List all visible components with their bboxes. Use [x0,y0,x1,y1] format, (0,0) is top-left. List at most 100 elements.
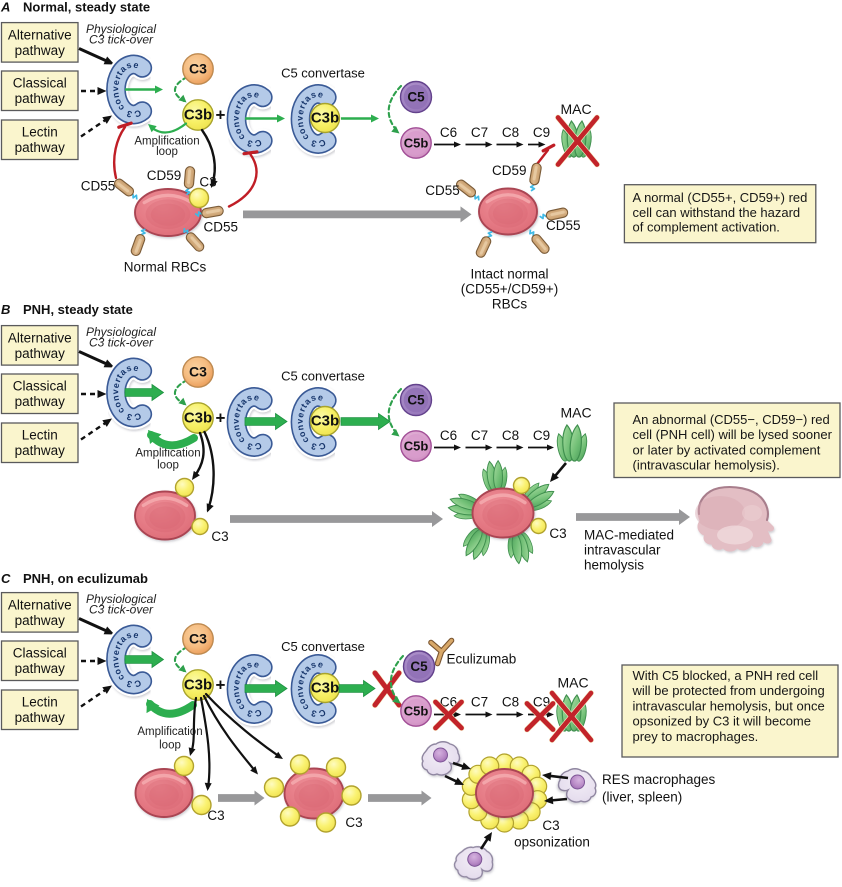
svg-text:Lectin: Lectin [22,695,58,710]
svg-text:PNH, steady state: PNH, steady state [23,302,133,317]
svg-text:CD55: CD55 [546,218,581,233]
svg-text:MAC-mediated: MAC-mediated [584,528,674,543]
svg-text:Alternative: Alternative [8,597,72,612]
svg-text:Amplification: Amplification [135,448,200,460]
svg-text:C5b: C5b [404,136,429,151]
svg-text:C5: C5 [410,659,428,674]
svg-text:C3 tick-over: C3 tick-over [89,33,154,47]
svg-text:Intact normal: Intact normal [470,267,548,282]
svg-text:C3: C3 [542,818,559,833]
svg-text:+: + [216,676,226,695]
svg-text:C7: C7 [471,695,488,710]
svg-text:C3: C3 [549,526,566,541]
svg-text:intravascular: intravascular [584,543,661,558]
svg-text:C3 tick-over: C3 tick-over [89,603,154,617]
svg-text:CD55: CD55 [81,179,116,194]
svg-text:Lectin: Lectin [22,428,58,443]
svg-text:pathway: pathway [15,443,66,458]
svg-text:C3b: C3b [311,680,339,697]
svg-text:Physiological: Physiological [86,22,156,36]
svg-text:RBCs: RBCs [492,297,528,312]
svg-text:C5 convertase: C5 convertase [281,369,365,384]
svg-text:loop: loop [156,146,178,158]
svg-text:B: B [1,302,10,317]
svg-text:Classical: Classical [13,646,67,661]
svg-text:Amplification: Amplification [134,135,199,147]
svg-text:pathway: pathway [15,91,66,106]
svg-text:pathway: pathway [15,140,66,155]
svg-text:(liver, spleen): (liver, spleen) [602,790,682,805]
svg-text:C3b: C3b [311,110,339,127]
svg-text:C5 convertase: C5 convertase [281,66,365,81]
svg-text:pathway: pathway [15,346,66,361]
svg-text:Alternative: Alternative [8,330,72,345]
svg-text:A normal (CD55+, CD59+) red: A normal (CD55+, CD59+) red [633,190,808,205]
svg-text:(CD55+/CD59+): (CD55+/CD59+) [461,282,559,297]
svg-text:Normal RBCs: Normal RBCs [124,260,207,275]
svg-text:Classical: Classical [13,379,67,394]
svg-text:Eculizumab: Eculizumab [447,652,517,667]
svg-text:C8: C8 [502,428,519,443]
svg-text:of complement activation.: of complement activation. [633,220,780,235]
svg-text:C3: C3 [189,364,207,380]
svg-text:C6: C6 [440,695,457,710]
svg-text:+: + [216,106,226,125]
svg-text:C3b: C3b [184,410,212,427]
svg-text:C3: C3 [199,175,216,190]
svg-text:C6: C6 [440,428,457,443]
svg-text:An abnormal (CD55−, CD59−) red: An abnormal (CD55−, CD59−) red [633,412,830,427]
svg-text:C8: C8 [502,695,519,710]
svg-text:C3: C3 [345,815,362,830]
svg-text:opsonization: opsonization [514,835,590,850]
svg-text:C5b: C5b [404,439,429,454]
svg-text:MAC: MAC [557,675,588,691]
svg-text:loop: loop [159,740,181,752]
svg-text:Physiological: Physiological [86,592,156,606]
svg-text:C3 tick-over: C3 tick-over [89,336,154,350]
svg-text:C3: C3 [189,631,207,647]
svg-text:C9: C9 [533,428,550,443]
svg-text:C5 convertase: C5 convertase [281,639,365,654]
svg-text:CD55: CD55 [204,220,239,235]
svg-text:pathway: pathway [15,613,66,628]
svg-text:(intravascular hemolysis).: (intravascular hemolysis). [633,458,780,473]
svg-text:C7: C7 [471,125,488,140]
svg-text:CD55: CD55 [425,183,460,198]
svg-text:C8: C8 [502,125,519,140]
svg-text:pathway: pathway [15,710,66,725]
svg-text:pathway: pathway [15,394,66,409]
svg-text:C3b: C3b [311,413,339,430]
svg-text:C9: C9 [533,125,550,140]
svg-text:C6: C6 [440,125,457,140]
svg-text:MAC: MAC [560,405,591,421]
svg-text:MAC: MAC [560,101,591,117]
svg-text:loop: loop [157,459,179,471]
svg-text:C5: C5 [407,90,425,105]
svg-text:hemolysis: hemolysis [584,558,644,573]
svg-text:A: A [0,0,10,15]
svg-text:cell (PNH cell) will be lysed: cell (PNH cell) will be lysed sooner [633,427,833,442]
svg-text:or later by activated compleme: or later by activated complement [633,442,821,457]
svg-text:C3: C3 [207,808,224,823]
svg-text:CD59: CD59 [492,163,527,178]
svg-text:C5: C5 [407,393,425,408]
svg-text:PNH, on eculizumab: PNH, on eculizumab [23,571,148,586]
svg-text:prey to macrophages.: prey to macrophages. [633,729,759,744]
svg-text:C5b: C5b [404,704,429,719]
svg-text:Amplification: Amplification [137,726,202,738]
svg-text:C3: C3 [211,529,228,544]
svg-text:Lectin: Lectin [22,125,58,140]
svg-text:intravascular hemolysis, but o: intravascular hemolysis, but once [633,698,825,713]
svg-text:will be protected from undergo: will be protected from undergoing [632,683,825,698]
svg-text:+: + [216,409,226,428]
svg-text:C9: C9 [533,695,550,710]
svg-text:Physiological: Physiological [86,325,156,339]
svg-text:Alternative: Alternative [8,27,72,42]
svg-text:Normal, steady state: Normal, steady state [23,0,150,15]
svg-text:C3: C3 [189,61,207,77]
svg-text:RES macrophages: RES macrophages [602,772,716,787]
svg-text:C3b: C3b [184,677,212,694]
svg-text:C3b: C3b [184,107,212,124]
svg-text:pathway: pathway [15,661,66,676]
svg-text:opsonized by C3 it will become: opsonized by C3 it will become [633,714,811,729]
